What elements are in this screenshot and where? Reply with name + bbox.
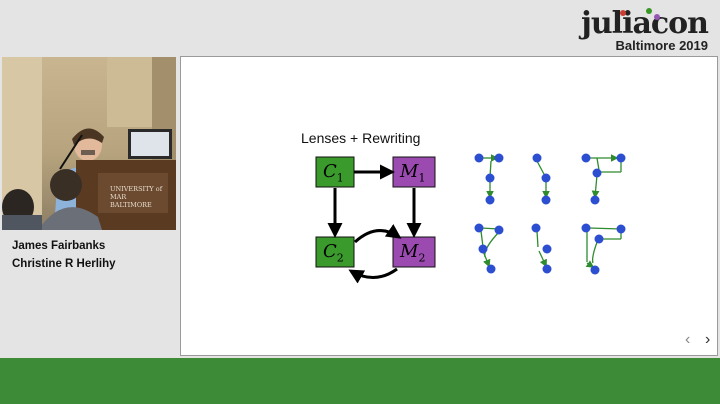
- graph-bottom-1: [474, 223, 504, 274]
- graph-bottom-3: [581, 223, 626, 275]
- podium-sign-line2: BALTIMORE: [110, 201, 152, 209]
- logo-dot-green: [646, 8, 652, 14]
- arrow-m2-c2: [348, 267, 398, 284]
- video-frame: [2, 57, 176, 230]
- slide-diagram: [315, 153, 626, 284]
- podium-sign-line1: UNIVERSITY of MAR: [110, 185, 163, 201]
- arrow-c2-m2: [353, 224, 402, 244]
- graph-top-2: [532, 153, 551, 205]
- box-c1: [315, 156, 355, 188]
- label-c2: C2: [323, 241, 344, 265]
- slide-title: Lenses + Rewriting: [301, 130, 421, 146]
- bottom-bar: [0, 358, 720, 404]
- juliacon-logo: juliacon Baltimore 2019: [581, 8, 712, 54]
- prev-slide-button[interactable]: ‹: [685, 331, 691, 348]
- logo-wordmark: juliacon: [581, 6, 709, 41]
- logo-dot-purple: [654, 14, 660, 20]
- graph-top-3: [581, 153, 626, 205]
- box-m2: [392, 236, 436, 268]
- graph-bottom-2: [531, 223, 552, 274]
- next-slide-button[interactable]: ›: [705, 331, 711, 348]
- top-bar: juliacon Baltimore 2019: [0, 0, 720, 56]
- graph-top-1: [474, 153, 504, 205]
- podium-sign: UNIVERSITY of MAR BALTIMORE: [110, 185, 176, 209]
- speaker-names: James Fairbanks Christine R Herlihy: [0, 232, 178, 352]
- logo-dot-red: [620, 10, 626, 16]
- logo-subtitle: Baltimore 2019: [615, 38, 709, 53]
- label-m1: M1: [400, 161, 426, 185]
- speaker-video: UNIVERSITY of MAR BALTIMORE: [2, 57, 176, 230]
- box-c2: [315, 236, 355, 268]
- speaker-name-2: Christine R Herlihy: [12, 258, 116, 270]
- presentation-slide: Lenses + Rewriting: [180, 56, 718, 356]
- speaker-name-1: James Fairbanks: [12, 240, 106, 252]
- label-m2: M2: [400, 241, 426, 265]
- label-c1: C1: [323, 161, 344, 185]
